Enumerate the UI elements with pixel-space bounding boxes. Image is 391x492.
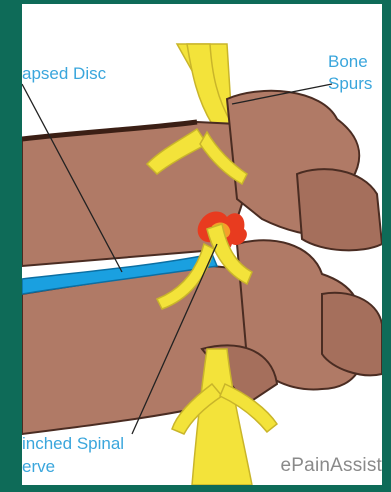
pinched-nerve-label-line2: erve	[22, 457, 55, 477]
bone-spurs-label-line1: Bone	[328, 52, 368, 72]
diagram-frame: apsed Disc Bone Spurs inched Spinal erve…	[22, 4, 382, 485]
lower-spinous-process	[322, 293, 382, 376]
pinched-nerve-label-line1: inched Spinal	[22, 434, 124, 454]
watermark-logo: ePainAssist	[281, 455, 382, 477]
upper-spinous-process	[297, 169, 382, 250]
collapsed-disc-label: apsed Disc	[22, 64, 106, 84]
bone-spurs-label-line2: Spurs	[328, 74, 372, 94]
